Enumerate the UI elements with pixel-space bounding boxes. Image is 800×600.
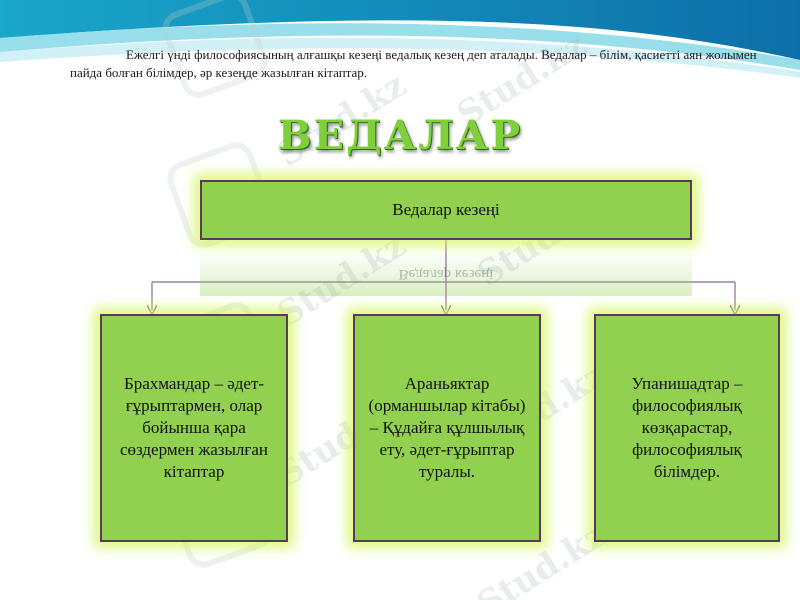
node-brahmanas-label: Брахмандар – әдет-ғұрыптармен, олар бойы… — [119, 374, 269, 481]
slide-title: ВЕДАЛАР — [277, 112, 523, 159]
node-brahmanas: Брахмандар – әдет-ғұрыптармен, олар бойы… — [100, 314, 288, 542]
node-upanishads: Упанишадтар – философиялық көзқарастар, … — [594, 314, 780, 542]
root-node-reflection: Ведалар кезеңі — [200, 252, 692, 296]
root-node-vedic-period: Ведалар кезеңі — [200, 180, 692, 240]
intro-paragraph: Ежелгі үнді философиясының алғашқы кезең… — [70, 47, 757, 80]
header-wave-banner — [0, 0, 800, 78]
node-upanishads-label: Упанишадтар – философиялық көзқарастар, … — [631, 374, 743, 481]
root-node-label: Ведалар кезеңі — [392, 200, 500, 219]
node-aranyakas: Араньяктар (орманшылар кітабы) – Құдайға… — [353, 314, 541, 542]
node-aranyakas-label: Араньяктар (орманшылар кітабы) – Құдайға… — [368, 374, 526, 481]
